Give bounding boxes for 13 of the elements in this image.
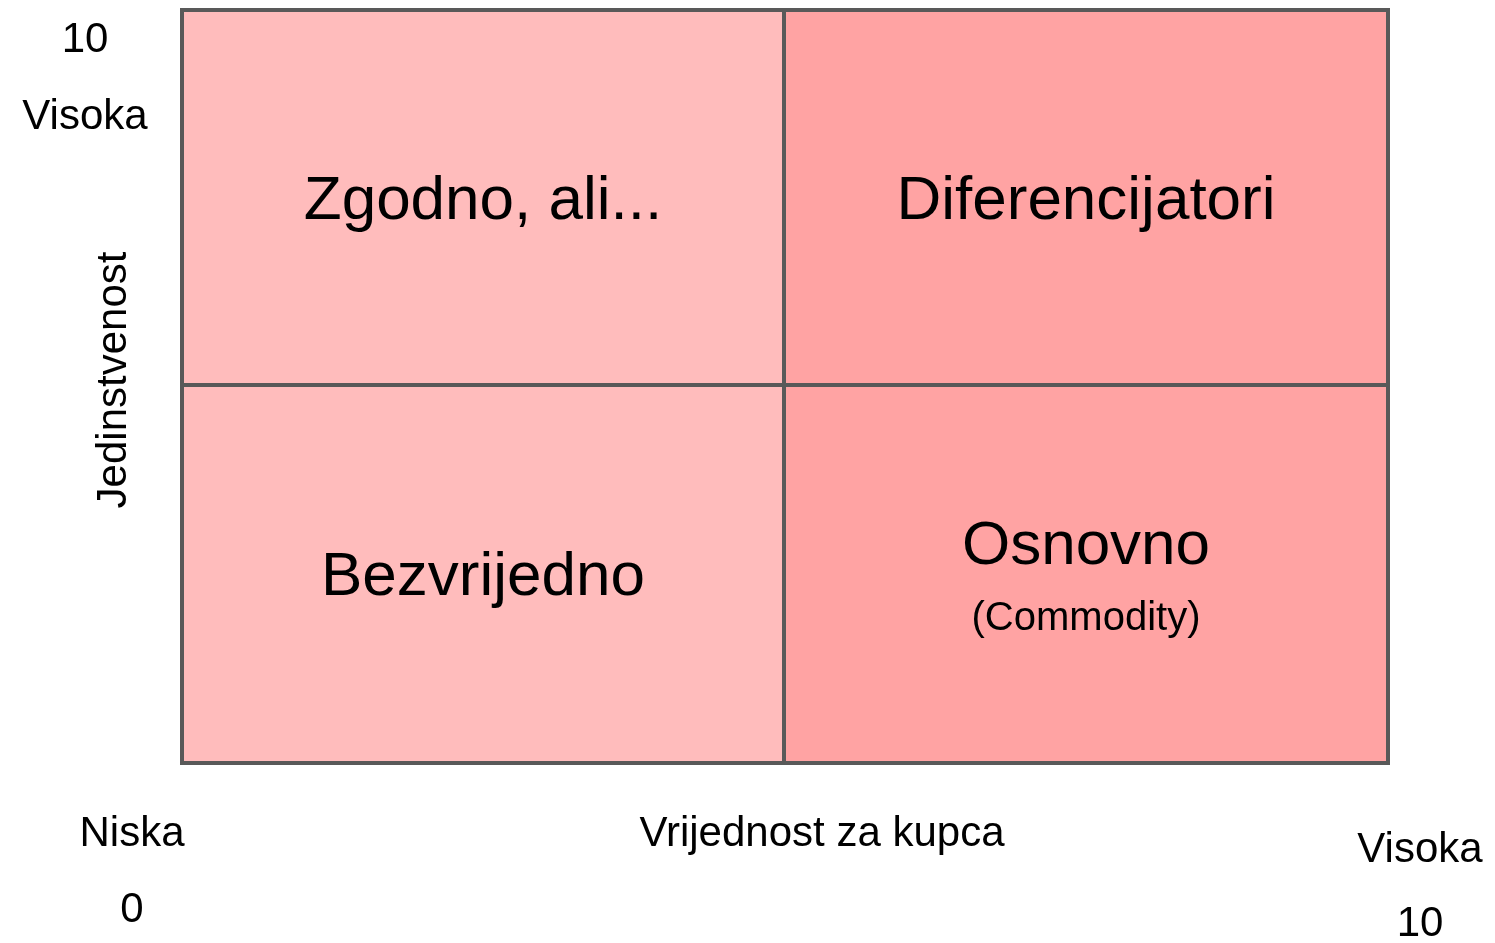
quadrant-title: Osnovno	[961, 507, 1211, 580]
quadrant-title: Zgodno, ali...	[303, 161, 663, 234]
axis-end-label: Visoka	[1357, 827, 1483, 869]
axis-tick-label: 0	[120, 887, 144, 929]
axis-end-label: Visoka	[22, 94, 148, 136]
quadrant-title: Diferencijatori	[896, 161, 1276, 234]
axis-end-label: Niska	[79, 811, 185, 853]
axis-title: Jedinstvenost	[91, 251, 133, 509]
quadrant-title: Bezvrijedno	[321, 538, 645, 611]
axis-tick-label: 10	[1396, 901, 1444, 943]
axis-title: Vrijednost za kupca	[639, 811, 1005, 853]
axis-tick-label: 10	[61, 17, 109, 59]
quadrant-subtitle: (Commodity)	[971, 592, 1201, 640]
